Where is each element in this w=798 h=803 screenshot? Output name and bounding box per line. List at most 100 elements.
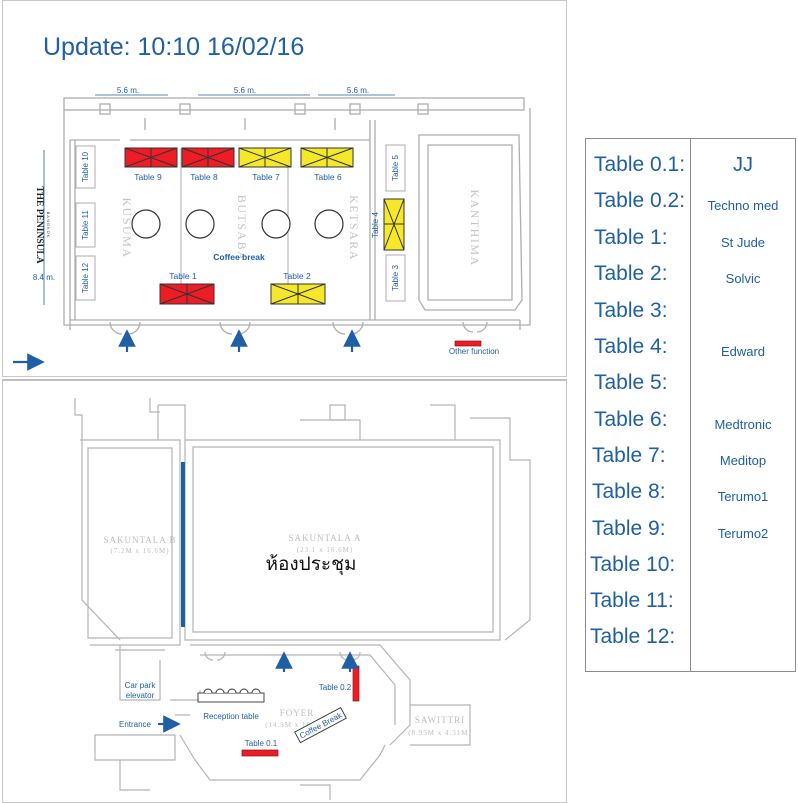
room-sakuntala-a: SAKUNTALA A xyxy=(288,533,361,543)
assignment-table: Table 3: xyxy=(594,299,668,322)
elevator-label: elevator xyxy=(126,691,155,700)
meeting-room-label: ห้องประชุม xyxy=(265,553,356,576)
assignment-row: Table 12: xyxy=(586,625,795,659)
table-10-box xyxy=(75,145,96,189)
bottom-floor-panel xyxy=(2,379,567,803)
assignment-row: Table 1: St Jude xyxy=(586,226,795,260)
assignment-row: Table 0.2: Techno med xyxy=(586,189,795,223)
room-butsaba: BUTSABA xyxy=(235,195,249,262)
assignment-table: Table 0.1: xyxy=(594,153,686,176)
table-0-2-label: Table 0.2 xyxy=(319,683,352,692)
table-10-label: Table 10 xyxy=(81,151,90,182)
hotel-logo: THE PENINSULA xyxy=(34,186,44,263)
round-table xyxy=(131,209,161,239)
room-sawittri: SAWITTRI xyxy=(415,715,465,725)
assignment-table: Table 4: xyxy=(594,335,668,358)
dimension-depth: 8.4 m. xyxy=(33,273,55,282)
dimension-lines xyxy=(43,94,395,305)
table-3-label: Table 3 xyxy=(391,265,400,291)
table-9-booth xyxy=(124,147,178,168)
assignment-row: Table 11: xyxy=(586,589,795,623)
assignment-table: Table 6: xyxy=(594,408,668,431)
other-function-booth xyxy=(454,340,482,347)
table-3-box xyxy=(385,254,406,302)
assignment-row: Table 2: Solvic xyxy=(586,262,795,296)
assignment-row: Table 7: Meditop xyxy=(586,444,795,478)
round-table xyxy=(185,209,215,239)
dimension-width-a: 5.6 m. xyxy=(117,86,139,95)
table-0-2-booth xyxy=(352,665,360,702)
table-12-box xyxy=(75,255,96,301)
assignment-panel: Table 0.1: JJ Table 0.2: Techno med Tabl… xyxy=(585,138,796,672)
dimension-width-b: 5.6 m. xyxy=(234,86,256,95)
table-1-booth xyxy=(159,283,215,305)
assignment-row: Table 10: xyxy=(586,553,795,587)
other-function-label: Other function xyxy=(449,347,499,356)
assignment-row: Table 6: Medtronic xyxy=(586,408,795,442)
table-2-label: Table 2 xyxy=(283,271,311,281)
assignment-table: Table 10: xyxy=(590,553,676,576)
assignment-table: Table 8: xyxy=(592,480,666,503)
table-5-box xyxy=(385,144,406,192)
table-7-booth xyxy=(238,147,292,168)
table-5-label: Table 5 xyxy=(391,155,400,181)
assignment-table: Table 1: xyxy=(594,226,668,249)
floor-plan: 5.6 m. 5.6 m. 5.6 m. 8.4 m. THE PENINSUL… xyxy=(13,86,531,800)
assignment-row: Table 0.1: JJ xyxy=(586,153,795,187)
assignment-company: St Jude xyxy=(720,235,766,250)
room-sakuntala-a-size: (23.1 x 16.6M) xyxy=(297,546,353,554)
table-0-1-booth xyxy=(241,749,279,757)
top-walls xyxy=(63,97,531,335)
round-table xyxy=(261,209,291,239)
assignment-table: Table 9: xyxy=(592,517,666,540)
assignment-row: Table 8: Terumo1 xyxy=(586,480,795,514)
table-8-label: Table 8 xyxy=(190,172,218,182)
table-7-label: Table 7 xyxy=(252,172,280,182)
assignment-company: Solvic xyxy=(725,271,761,286)
room-ketsara: KETSARA xyxy=(347,195,361,261)
assignment-table: Table 12: xyxy=(590,625,676,648)
table-1-label: Table 1 xyxy=(169,271,197,281)
table-11-label: Table 11 xyxy=(81,210,90,240)
assignment-company: Terumo1 xyxy=(717,489,769,504)
room-foyer-size: (14.9M x 10.5M) xyxy=(265,721,329,729)
assignment-company: Techno med xyxy=(707,198,779,213)
reception-label: Reception table xyxy=(203,712,259,721)
room-sakuntala-b: SAKUNTALA B xyxy=(103,535,176,545)
assignment-table: Table 5: xyxy=(594,371,668,394)
table-4-label: Table 4 xyxy=(371,212,380,238)
round-table xyxy=(314,209,344,239)
table-12-label: Table 12 xyxy=(81,262,90,293)
table-8-booth xyxy=(181,147,235,168)
assignment-company: Edward xyxy=(720,344,766,359)
assignment-table: Table 11: xyxy=(590,589,674,612)
assignment-company: Terumo2 xyxy=(717,526,769,541)
table-6-booth xyxy=(300,147,354,168)
room-kusuma: KUSUMA xyxy=(120,197,134,258)
update-title: Update: 10:10 16/02/16 xyxy=(43,33,305,61)
car-park-label: Car park xyxy=(125,681,157,690)
reception-chairs xyxy=(197,688,265,703)
table-6-label: Table 6 xyxy=(314,172,342,182)
room-kanthima: KANTHIMA xyxy=(468,189,482,266)
room-foyer: FOYER xyxy=(280,708,315,718)
assignment-row: Table 9: Terumo2 xyxy=(586,517,795,551)
assignment-company: Medtronic xyxy=(714,417,772,432)
top-floor-panel xyxy=(2,0,567,377)
table-4-booth xyxy=(383,198,405,251)
coffee-break-top-label: Coffee break xyxy=(213,252,265,262)
table-2-booth xyxy=(270,283,326,305)
room-sawittri-size: (8.95M x 4.31M) xyxy=(408,729,472,737)
table-9-label: Table 9 xyxy=(134,172,162,182)
entrance-label: Entrance xyxy=(119,720,152,729)
table-11-box xyxy=(75,202,96,248)
table-0-1-label: Table 0.1 xyxy=(245,739,278,748)
assignment-company: JJ xyxy=(733,154,753,176)
room-sakuntala-b-size: (7.2M x 16.6M) xyxy=(110,547,169,555)
assignment-table: Table 7: xyxy=(592,444,666,467)
assignment-company: Meditop xyxy=(719,453,767,468)
assignment-table: Table 2: xyxy=(594,262,668,285)
assignment-divider xyxy=(690,139,691,671)
hotel-logo-city: BANGKOK xyxy=(46,212,51,239)
assignment-row: Table 4: Edward xyxy=(586,335,795,369)
